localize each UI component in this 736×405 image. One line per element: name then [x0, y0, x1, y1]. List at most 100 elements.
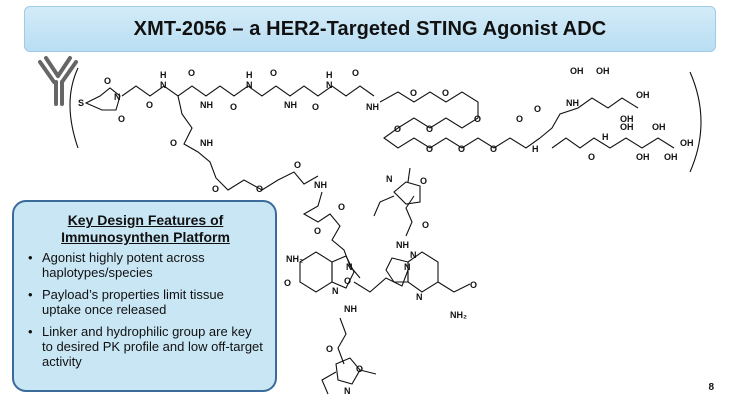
amide-n-3: N: [246, 80, 253, 90]
linker-carbonyl-o: O: [294, 160, 301, 170]
left-imid-nh: NH: [344, 304, 357, 314]
ester-o-1: O: [338, 202, 345, 212]
sugar2-oh-4: OH: [664, 152, 678, 162]
amide-n-1: N: [160, 80, 167, 90]
right-imid-n-1: N: [404, 262, 411, 272]
right-amide-o: O: [470, 280, 477, 290]
benzimidazole-left-ring: [299, 251, 333, 293]
imidazole-right-ring: [385, 257, 409, 283]
features-heading: Key Design Features of Immunosynthen Pla…: [26, 212, 265, 246]
maleimide-ring: [84, 87, 121, 111]
left-imid-n-1: N: [332, 286, 339, 296]
linker-nh: NH: [314, 180, 327, 190]
features-heading-line1: Key Design Features of: [67, 212, 224, 228]
side-chain-linker: [177, 95, 319, 191]
amide-nh-2: NH: [200, 100, 213, 110]
left-amide-o: O: [284, 278, 291, 288]
peg-o-8: O: [490, 144, 497, 154]
peg-o-2: O: [442, 88, 449, 98]
carbonyl-o-1: O: [146, 100, 153, 110]
ester-o-2: O: [314, 226, 321, 236]
carbonyl-o-6: O: [352, 68, 359, 78]
ether-o: O: [344, 276, 351, 286]
left-ethyl: [321, 371, 337, 395]
left-methyl: [359, 369, 377, 375]
carbonyl-o-3: O: [230, 102, 237, 112]
feature-item: • Agonist highly potent across haplotypes…: [26, 250, 265, 280]
branch-nh: H: [532, 144, 539, 154]
side-carbonyl-o: O: [170, 138, 177, 148]
amide-nh-4: NH: [284, 100, 297, 110]
title-banner: XMT-2056 – a HER2-Targeted STING Agonist…: [24, 6, 716, 52]
left-oxazole-n: N: [344, 386, 351, 396]
bullet-icon: •: [28, 287, 33, 302]
key-design-features-box: Key Design Features of Immunosynthen Pla…: [12, 200, 277, 392]
amide-h-5: H: [326, 70, 333, 80]
left-oxazole-carbonyl-o: O: [326, 344, 333, 354]
page-number: 8: [708, 382, 714, 393]
right-methyl: [407, 167, 411, 183]
features-list: • Agonist highly potent across haplotypes…: [26, 250, 265, 369]
peg-o-1: O: [410, 88, 417, 98]
maleimide-o-top: O: [104, 76, 111, 86]
right-pyridine-n: N: [416, 292, 423, 302]
right-imid-n-2: N: [410, 250, 417, 260]
bullet-icon: •: [28, 324, 33, 339]
carbonyl-o-4: O: [270, 68, 277, 78]
sugar-oh-4: OH: [636, 90, 650, 100]
butenyl-linker: [353, 269, 409, 293]
sugar-oh-2: OH: [596, 66, 610, 76]
sugar-oh-3: OH: [620, 114, 634, 124]
antibody-icon: [38, 56, 78, 106]
carbonyl-o-2: O: [188, 68, 195, 78]
right-oxazole-ring: [393, 181, 421, 205]
peg-o-5: O: [394, 124, 401, 134]
sugar-chain-bottom: [551, 137, 675, 149]
sugar2-oh-1: OH: [620, 122, 634, 132]
amide-o-lower: O: [588, 152, 595, 162]
chemical-structure: S N O O O H N O NH O H N O NH O H N O NH…: [38, 56, 702, 396]
amide-nh-lower: H: [602, 132, 609, 142]
maleimide-o-bottom: O: [118, 114, 125, 124]
feature-item: • Linker and hydrophilic group are key to…: [26, 324, 265, 369]
peg-carbonyl-o: O: [516, 114, 523, 124]
right-bracket: [689, 71, 702, 173]
linker-o-2: O: [256, 184, 263, 194]
amide-h-3: H: [246, 70, 253, 80]
right-nh2: NH₂: [450, 310, 467, 320]
peg-o-7: O: [458, 144, 465, 154]
right-oxazole-n: N: [386, 174, 393, 184]
sugar-chain-top: [539, 97, 639, 139]
sugar-oh-1: OH: [570, 66, 584, 76]
slide-title: XMT-2056 – a HER2-Targeted STING Agonist…: [133, 17, 607, 40]
feature-item: •Payload’s properties limit tissue uptak…: [26, 287, 265, 317]
maleimide-n: N: [114, 92, 121, 102]
right-oxazole-o: O: [420, 176, 427, 186]
peg-chain: [379, 91, 541, 149]
peg-o-6: O: [426, 144, 433, 154]
sugar-carbonyl-o: O: [534, 104, 541, 114]
linker-o-1: O: [212, 184, 219, 194]
imidazole-left-ring: [331, 255, 355, 289]
right-ethyl: [373, 195, 395, 217]
peg-o-3: O: [474, 114, 481, 124]
amide-nh-6: NH: [366, 102, 379, 112]
left-oxazole-o: O: [356, 364, 363, 374]
bullet-icon: •: [28, 250, 33, 265]
right-imid-nh: NH: [396, 240, 409, 250]
right-oxazole-link: [405, 195, 415, 237]
left-oxazole-link: [337, 317, 347, 365]
peg-o-4: O: [426, 124, 433, 134]
sugar2-oh-2: OH: [636, 152, 650, 162]
left-bracket: [69, 67, 79, 149]
right-amide-link: [437, 281, 471, 293]
sugar-nh: NH: [566, 98, 579, 108]
sugar2-oh-5: OH: [680, 138, 694, 148]
right-oxazole-carbonyl-o: O: [422, 220, 429, 230]
features-heading-line2: Immunosynthen Platform: [61, 229, 230, 245]
sulfur-atom: S: [78, 98, 84, 108]
feature-text: Linker and hydrophilic group are key to …: [42, 324, 263, 369]
feature-text: Agonist highly potent across haplotypes/…: [42, 250, 205, 280]
left-imid-n-2: N: [346, 262, 353, 272]
left-nh2: NH₂: [286, 254, 303, 264]
